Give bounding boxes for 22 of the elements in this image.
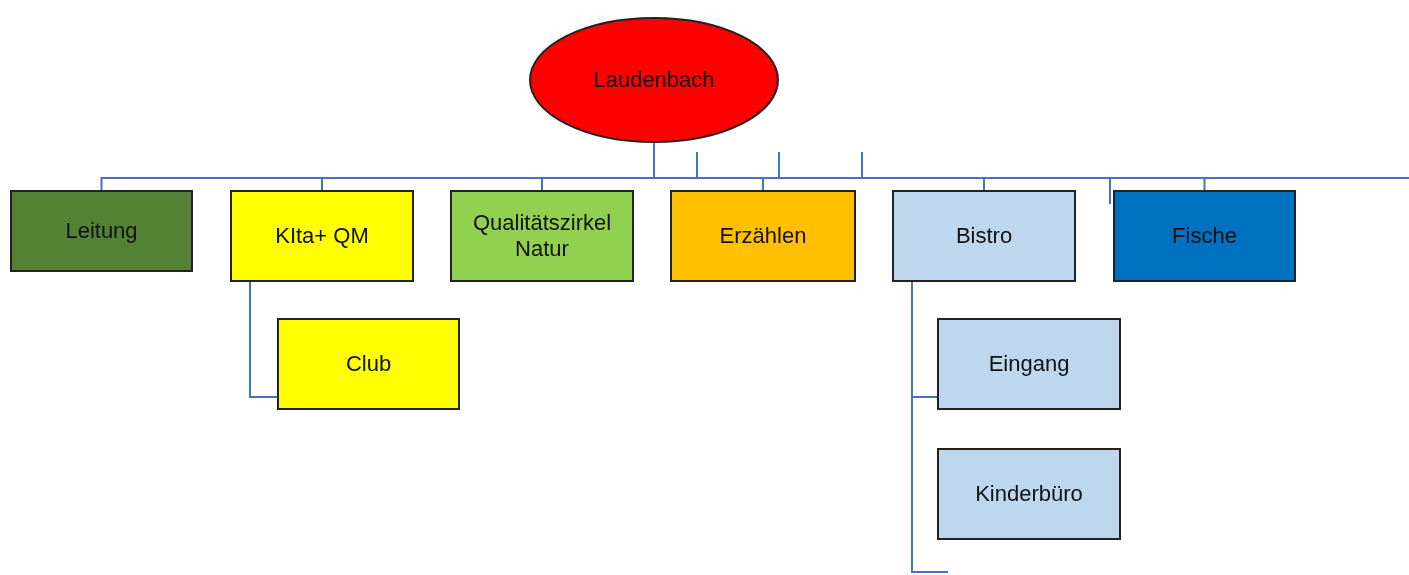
box-label: Kinderbüro — [974, 480, 1084, 508]
box-label: Bistro — [954, 222, 1014, 250]
connector-line — [911, 281, 949, 573]
box-label: Leitung — [64, 217, 139, 245]
box-label: Fische — [1171, 222, 1238, 250]
org-box — [1113, 190, 1296, 282]
org-box — [937, 318, 1121, 410]
org-box — [892, 190, 1076, 282]
org-box — [670, 190, 856, 282]
root-ellipse — [529, 17, 779, 143]
org-box — [277, 318, 460, 410]
org-box — [230, 190, 414, 282]
box-label: Laudenbach — [592, 66, 716, 94]
connector-line — [249, 281, 278, 399]
box-label: KIta+ QM — [274, 222, 370, 250]
org-box — [937, 448, 1121, 540]
org-box — [10, 190, 193, 272]
org-box — [450, 190, 634, 282]
box-label: Eingang — [987, 350, 1071, 378]
box-label: Qualitätszirkel Natur — [471, 209, 613, 263]
box-label: Erzählen — [718, 222, 808, 250]
box-label: Club — [344, 350, 393, 378]
